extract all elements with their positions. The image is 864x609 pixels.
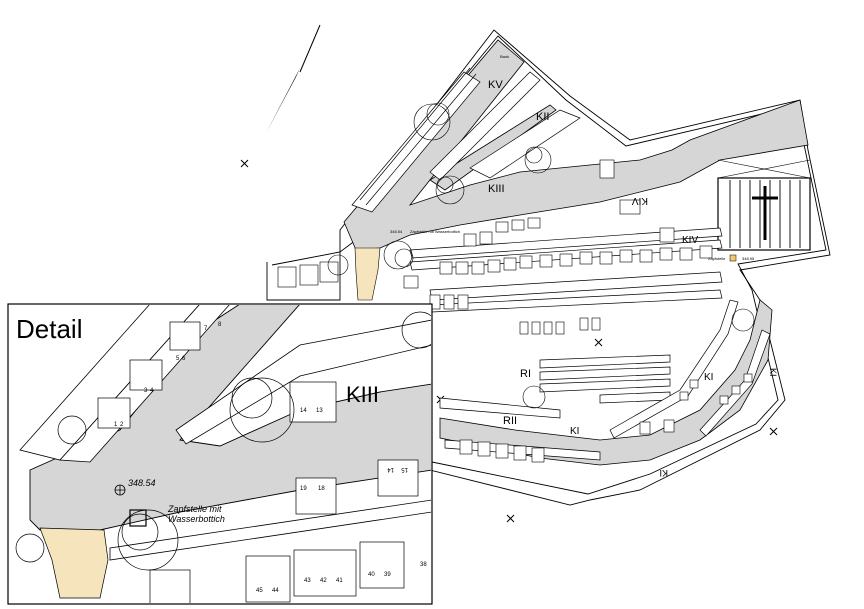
section-labels: KV KII KIII KIV KIV RI RII KI KI KI KI 3… [390, 54, 778, 478]
svg-text:15: 15 [401, 466, 408, 472]
svg-text:40: 40 [368, 572, 375, 578]
svg-text:5: 5 [176, 356, 180, 362]
detail-elevation: 348.54 [128, 478, 156, 488]
svg-text:2: 2 [120, 422, 124, 428]
svg-text:19: 19 [300, 486, 307, 492]
svg-text:44: 44 [272, 588, 279, 594]
label-ki-bottom: KI [570, 426, 579, 437]
elevation-main: 348.54 [390, 229, 403, 234]
detail-tap-line2: Wasserbottich [168, 514, 225, 524]
svg-text:14: 14 [300, 408, 307, 414]
label-kiv: KIV [682, 235, 698, 246]
grave-plots [277, 159, 753, 463]
svg-text:18: 18 [318, 486, 325, 492]
svg-text:4: 4 [150, 388, 154, 394]
svg-text:43: 43 [304, 578, 311, 584]
svg-text:1: 1 [114, 422, 118, 428]
bench-label: Bank [500, 54, 509, 59]
svg-text:7: 7 [204, 326, 208, 332]
svg-text:8: 8 [218, 322, 222, 328]
chapel [717, 159, 811, 262]
detail-inset: KIII 348.54 Zapfstelle mit Wasserbottich… [7, 303, 433, 605]
elevation-chapel: 348.95 [742, 256, 755, 261]
detail-sand [39, 527, 109, 599]
label-kii: KII [536, 111, 549, 123]
detail-grave-numbers-rotated: 14 15 [387, 466, 408, 472]
label-ki-right: KI [704, 372, 713, 383]
detail-tap-line1: Zapfstelle mit [167, 504, 222, 514]
tree-icon [15, 311, 431, 571]
tap-chapel: Zapfstelle [708, 256, 726, 261]
svg-text:6: 6 [182, 356, 186, 362]
detail-label-kiii: KIII [346, 382, 379, 407]
tree-icon [327, 102, 755, 409]
sand-area [354, 247, 381, 301]
tap-main: Zapfstelle mit Wasserbottich [410, 229, 460, 234]
grave-rows [351, 67, 771, 461]
label-ri: RI [520, 368, 531, 380]
label-kv: KV [488, 79, 503, 91]
label-ki-lower: KI [659, 468, 668, 478]
detail-grave-numbers: 8 7 6 5 4 3 2 1 14 13 18 19 45 44 43 42 … [114, 322, 427, 594]
cross-icon [752, 186, 778, 240]
svg-text:13: 13 [316, 408, 323, 414]
svg-text:3: 3 [144, 388, 148, 394]
label-kiii: KIII [488, 183, 505, 195]
svg-text:14: 14 [387, 466, 394, 472]
label-kiv-rotated: KIV [632, 195, 648, 206]
svg-text:38: 38 [420, 562, 427, 568]
label-ki-far-right: KI [768, 368, 778, 377]
svg-text:39: 39 [384, 572, 391, 578]
svg-text:41: 41 [336, 578, 343, 584]
svg-text:45: 45 [256, 588, 263, 594]
svg-text:42: 42 [320, 578, 327, 584]
detail-title: Detail [16, 314, 83, 344]
north-arrow-icon [266, 24, 321, 133]
label-rii: RII [503, 415, 517, 427]
